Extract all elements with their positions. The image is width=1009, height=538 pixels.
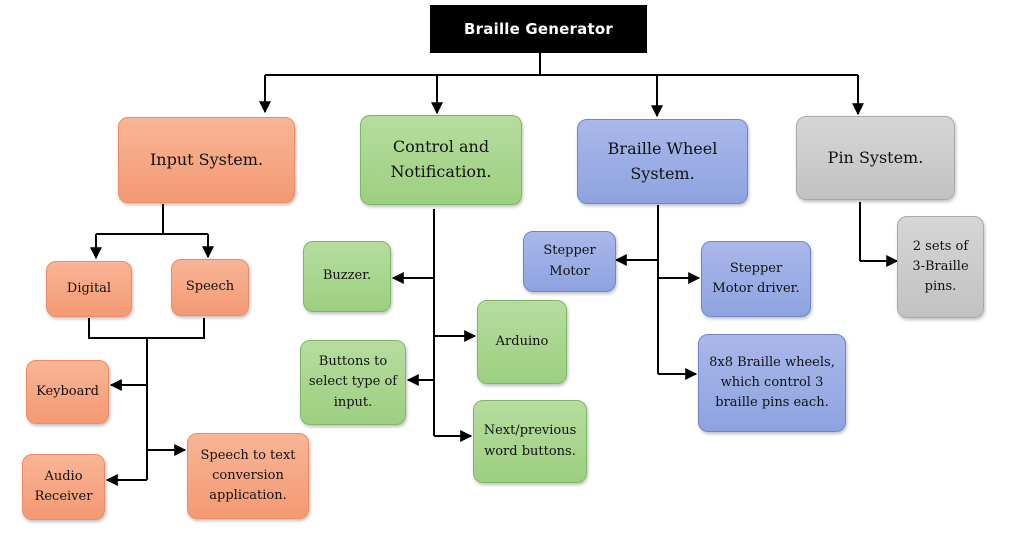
input-merge-line: [88, 318, 205, 480]
keyboard-box: Keyboard: [26, 360, 109, 424]
buttons-box: Buttons to select type of input.: [300, 340, 406, 425]
stepper-motor-driver-box: Stepper Motor driver.: [701, 241, 811, 317]
pin-system-box: Pin System.: [796, 116, 955, 200]
control-notification-box: Control and Notification.: [360, 115, 522, 205]
pin-sets-box: 2 sets of 3-Braille pins.: [897, 216, 984, 318]
braille-wheel-system-box: Braille Wheel System.: [577, 119, 748, 204]
speech-box: Speech: [171, 259, 249, 316]
braille-wheels-box: 8x8 Braille wheels, which control 3 brai…: [698, 334, 846, 432]
digital-box: Digital: [46, 261, 132, 317]
title-trunk-line: [265, 53, 858, 76]
buzzer-box: Buzzer.: [303, 241, 391, 312]
audio-receiver-box: Audio Receiver: [22, 454, 105, 520]
input-system-box: Input System.: [118, 117, 295, 203]
input-split-line: [96, 204, 208, 235]
diagram-title: Braille Generator: [430, 5, 647, 53]
next-previous-buttons-box: Next/previous word buttons.: [473, 400, 587, 483]
speech-to-text-box: Speech to text conversion application.: [187, 433, 309, 519]
arduino-box: Arduino: [477, 300, 567, 384]
stepper-motor-box: Stepper Motor: [523, 231, 616, 292]
